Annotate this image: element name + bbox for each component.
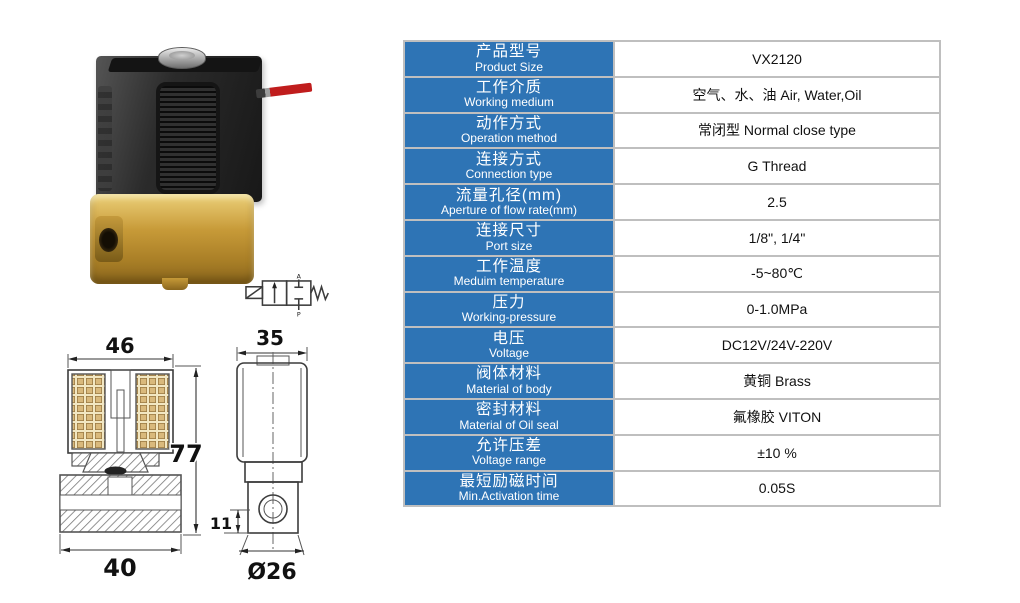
seal-gasket — [104, 466, 127, 476]
product-photo — [88, 42, 313, 290]
front-section-drawing: 46 77 40 — [59, 333, 204, 584]
body-side-outline — [247, 481, 299, 534]
spec-label-cell: 产品型号 Product Size — [403, 40, 615, 78]
spec-label-en: Port size — [485, 238, 533, 253]
port-a-label: A — [297, 274, 302, 281]
spec-label-cn: 允许压差 — [475, 437, 542, 455]
spec-label-cell: 阀体材料 Material of body — [403, 362, 615, 400]
valve-schematic-symbol: A P — [245, 274, 329, 317]
spec-value-cell: 2.5 — [613, 183, 941, 221]
spec-label-cell: 流量孔径(mm) Aperture of flow rate(mm) — [403, 183, 615, 221]
spec-value-cell: 黄铜 Brass — [613, 362, 941, 400]
coil-ribbed-panel — [156, 82, 220, 194]
spec-label-cell: 工作介质 Working medium — [403, 75, 615, 114]
solenoid-coil — [96, 47, 263, 202]
spec-label-cn: 动作方式 — [475, 114, 542, 132]
spec-row: 工作介质 Working medium 空气、水、油 Air, Water,Oi… — [403, 75, 941, 114]
spec-label-en: Connection type — [465, 167, 553, 182]
spec-label-en: Min.Activation time — [458, 489, 560, 504]
dim-width-35: 35 — [256, 328, 284, 350]
spec-label-cell: 密封材料 Material of Oil seal — [403, 397, 615, 436]
plunger-tube — [110, 369, 131, 419]
inlet-port-hole — [99, 228, 118, 252]
red-lead-wire — [255, 82, 313, 99]
spec-label-en: Voltage range — [471, 453, 547, 468]
spec-label-en: Voltage — [488, 346, 530, 361]
port-p-label: P — [297, 311, 301, 317]
dim-width-40: 40 — [103, 554, 136, 582]
spec-label-en: Working-pressure — [461, 310, 557, 325]
spec-label-cell: 电压 Voltage — [403, 326, 615, 365]
spec-value-cell: 常闭型 Normal close type — [613, 111, 941, 150]
spec-value-cell: -5~80℃ — [613, 254, 941, 293]
dim-height-77: 77 — [169, 440, 202, 468]
spec-label-cell: 最短励磁时间 Min.Activation time — [403, 469, 615, 508]
spec-row: 电压 Voltage DC12V/24V-220V — [403, 326, 941, 365]
spec-value-cell: DC12V/24V-220V — [613, 326, 941, 365]
coil-armature-cap — [158, 47, 206, 69]
plunger-rod — [116, 389, 125, 453]
spec-label-en: Meduim temperature — [453, 274, 565, 289]
spec-label-cell: 连接尺寸 Port size — [403, 218, 615, 257]
flow-channel — [59, 494, 182, 511]
coil-winding-right — [135, 373, 170, 450]
spec-label-cn: 阀体材料 — [475, 365, 542, 383]
dim-width-46: 46 — [105, 334, 134, 358]
bottom-stub — [162, 278, 188, 290]
brass-valve-body — [90, 194, 254, 290]
spec-label-cn: 压力 — [492, 293, 526, 311]
spec-value-cell: 0-1.0MPa — [613, 290, 941, 329]
spec-label-en: Material of body — [466, 381, 552, 396]
spec-label-cn: 最短励磁时间 — [459, 472, 559, 490]
side-view-drawing: 35 11 Ø26 — [210, 328, 308, 587]
spec-label-en: Product Size — [474, 59, 544, 74]
spec-label-en: Material of Oil seal — [459, 417, 559, 432]
spec-value-cell: 0.05S — [613, 469, 941, 508]
spec-label-cn: 连接尺寸 — [475, 222, 542, 240]
spec-row: 压力 Working-pressure 0-1.0MPa — [403, 290, 941, 329]
spec-row: 最短励磁时间 Min.Activation time 0.05S — [403, 469, 941, 508]
spec-label-cell: 连接方式 Connection type — [403, 147, 615, 186]
spec-label-cn: 流量孔径(mm) — [455, 186, 563, 204]
spec-row: 工作温度 Meduim temperature -5~80℃ — [403, 254, 941, 293]
spec-row: 连接方式 Connection type G Thread — [403, 147, 941, 186]
spec-label-cn: 工作介质 — [475, 79, 542, 97]
spec-label-cn: 密封材料 — [475, 401, 542, 419]
spec-label-en: Operation method — [460, 131, 558, 146]
spec-row: 动作方式 Operation method 常闭型 Normal close t… — [403, 111, 941, 150]
spec-row: 密封材料 Material of Oil seal 氟橡胶 VITON — [403, 397, 941, 436]
spec-row: 阀体材料 Material of body 黄铜 Brass — [403, 362, 941, 400]
spec-label-cell: 压力 Working-pressure — [403, 290, 615, 329]
dim-step-11: 11 — [210, 514, 232, 533]
spec-table: 产品型号 Product Size VX2120 工作介质 Working me… — [403, 40, 941, 508]
spec-label-cn: 产品型号 — [475, 43, 542, 61]
spec-label-cn: 连接方式 — [475, 150, 542, 168]
spec-value-cell: VX2120 — [613, 40, 941, 78]
spec-label-cell: 动作方式 Operation method — [403, 111, 615, 150]
spec-row: 连接尺寸 Port size 1/8", 1/4" — [403, 218, 941, 257]
spec-label-cn: 电压 — [492, 329, 526, 347]
spec-value-cell: G Thread — [613, 147, 941, 186]
spec-label-cn: 工作温度 — [475, 258, 542, 276]
spec-value-cell: 空气、水、油 Air, Water,Oil — [613, 75, 941, 114]
spec-row: 流量孔径(mm) Aperture of flow rate(mm) 2.5 — [403, 183, 941, 221]
spec-row: 允许压差 Voltage range ±10 % — [403, 433, 941, 472]
coil-side-outline — [236, 362, 308, 463]
coil-winding-left — [71, 373, 106, 450]
spec-label-en: Working medium — [464, 95, 554, 110]
spec-row: 产品型号 Product Size VX2120 — [403, 40, 941, 78]
spring-symbol — [310, 284, 329, 302]
spec-value-cell: ±10 % — [613, 433, 941, 472]
spec-label-cell: 工作温度 Meduim temperature — [403, 254, 615, 293]
spec-value-cell: 氟橡胶 VITON — [613, 397, 941, 436]
inlet-port — [95, 216, 123, 262]
coil-side-label — [98, 86, 112, 191]
spec-label-cell: 允许压差 Voltage range — [403, 433, 615, 472]
spec-value-cell: 1/8", 1/4" — [613, 218, 941, 257]
spec-label-en: Aperture of flow rate(mm) — [440, 202, 578, 217]
dim-diameter-26: Ø26 — [247, 560, 296, 585]
port-circle — [258, 494, 288, 524]
